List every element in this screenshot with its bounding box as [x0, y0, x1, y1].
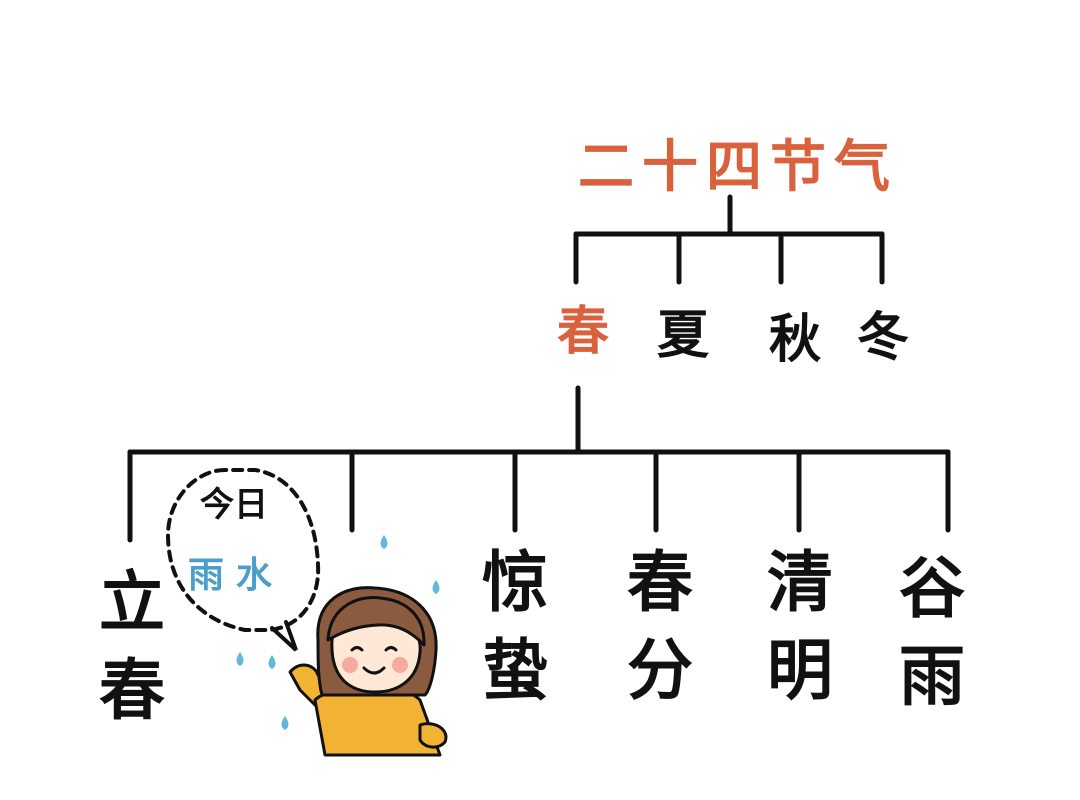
term-char: 雨	[899, 638, 965, 715]
raindrops	[236, 535, 440, 730]
cheek-right	[392, 657, 408, 673]
raindrop-icon	[268, 655, 276, 669]
term-char: 惊	[482, 544, 548, 621]
raindrop-icon	[432, 580, 440, 594]
raindrop-icon	[380, 535, 388, 549]
term-char: 春	[627, 544, 693, 621]
speech-bubble-outline	[165, 468, 321, 632]
term-char: 立	[99, 564, 165, 641]
term-jingzhe: 惊 蛰	[482, 550, 548, 704]
season-winter: 冬	[856, 308, 910, 368]
term-char: 分	[627, 632, 693, 709]
term-char: 谷	[899, 550, 965, 627]
smile	[362, 666, 386, 675]
term-char: 清	[767, 544, 833, 621]
eye-left	[350, 646, 364, 652]
season-autumn: 秋	[768, 310, 822, 370]
root-label: 二十四节气	[578, 135, 898, 200]
bubble-today: 今日	[200, 485, 268, 525]
term-lichun: 立 春	[99, 570, 165, 724]
term-char: 明	[767, 632, 833, 709]
raindrop-icon	[281, 716, 289, 730]
bangs	[326, 596, 426, 647]
right-hand	[418, 722, 448, 749]
bubble-yushui: 雨水	[188, 555, 285, 596]
term-chunfen: 春 分	[627, 550, 693, 704]
face-features	[342, 646, 408, 675]
term-char: 蛰	[482, 632, 548, 709]
eye-right	[384, 646, 398, 652]
term-char: 春	[99, 652, 165, 729]
season-spring: 春	[556, 302, 610, 362]
term-qingming: 清 明	[767, 550, 833, 704]
sweater	[313, 685, 442, 757]
speech-bubble-tail	[270, 620, 298, 652]
cheek-left	[342, 657, 358, 673]
raindrop-icon	[236, 652, 244, 666]
term-guyu: 谷 雨	[899, 556, 965, 710]
season-summer: 夏	[656, 306, 710, 366]
